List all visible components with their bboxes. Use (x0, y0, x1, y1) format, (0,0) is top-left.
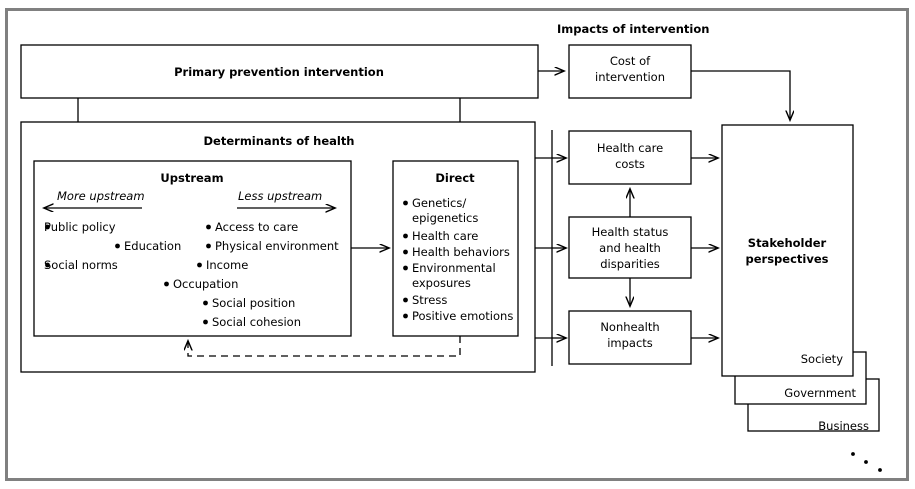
bullet-icon (45, 262, 50, 268)
upstream-left-items: Public policy Education Social norms (44, 220, 181, 272)
stakeholder-card-label: Government (784, 386, 856, 400)
stakeholder-line-1: Stakeholder (748, 236, 827, 250)
upstream-label: Upstream (160, 171, 223, 185)
upstream-item: Social norms (44, 258, 118, 272)
direct-label: Direct (435, 171, 475, 185)
direct-item: Health care (412, 229, 478, 243)
upstream-item: Physical environment (215, 239, 339, 253)
bullet-icon (403, 249, 408, 255)
arrow-direct-feedback-to-upstream (188, 336, 461, 357)
upstream-item: Social cohesion (212, 315, 301, 329)
bullet-icon (203, 319, 208, 325)
upstream-item: Access to care (215, 220, 298, 234)
direct-item: Stress (412, 293, 447, 307)
direct-box (392, 160, 519, 337)
direct-item: Genetics/ (412, 196, 466, 210)
determinants-label: Determinants of health (204, 134, 355, 148)
hstatus-line-3: disparities (600, 257, 660, 271)
upstream-box (33, 160, 352, 337)
bullet-icon (403, 297, 408, 303)
bullet-icon (45, 224, 50, 230)
health-care-costs-box (568, 130, 692, 185)
upstream-right-items: Access to care Physical environment Inco… (164, 220, 339, 329)
direct-items: Genetics/ epigenetics Health care Health… (403, 196, 513, 323)
bullet-icon (197, 262, 202, 268)
bullet-icon (403, 313, 408, 319)
bullet-icon (164, 281, 169, 287)
upstream-item: Education (124, 239, 181, 253)
upstream-item: Social position (212, 296, 295, 310)
hccosts-line-1: Health care (597, 141, 663, 155)
ellipsis-dot-icon (851, 452, 855, 456)
stakeholder-perspectives-box (721, 124, 854, 377)
direct-item: epigenetics (412, 211, 478, 225)
stakeholder-line-2: perspectives (746, 252, 829, 266)
stakeholder-card-label: Business (818, 419, 869, 433)
primary-prevention-box (20, 44, 539, 99)
direct-item: Environmental (412, 261, 496, 275)
nonhealth-line-2: impacts (607, 336, 653, 350)
cost-line-1: Cost of (610, 54, 651, 68)
stakeholder-card-label: Society (801, 352, 843, 366)
bullet-icon (403, 200, 408, 206)
hccosts-line-2: costs (615, 157, 645, 171)
upstream-item: Occupation (173, 277, 238, 291)
outer-frame (5, 8, 909, 481)
nonhealth-impacts-box (568, 310, 692, 365)
upstream-item: Public policy (44, 220, 116, 234)
direct-item: Positive emotions (412, 309, 513, 323)
primary-prevention-label: Primary prevention intervention (174, 65, 384, 79)
hstatus-line-2: and health (599, 241, 661, 255)
bullet-icon (206, 243, 211, 249)
direct-item: Health behaviors (412, 245, 510, 259)
nonhealth-line-1: Nonhealth (600, 320, 659, 334)
arrow-cost-to-stakeholder (691, 70, 790, 120)
ellipsis-dot-icon (864, 460, 868, 464)
direct-item: exposures (412, 276, 471, 290)
impacts-heading: Impacts of intervention (557, 22, 709, 36)
less-upstream-label: Less upstream (238, 189, 322, 203)
health-status-box (568, 216, 692, 279)
bullet-icon (403, 265, 408, 271)
cost-line-2: intervention (595, 70, 665, 84)
more-upstream-label: More upstream (57, 189, 145, 203)
upstream-item: Income (206, 258, 248, 272)
hstatus-line-1: Health status (592, 225, 669, 239)
bullet-icon (403, 233, 408, 239)
ellipsis-dot-icon (878, 468, 882, 472)
bullet-icon (115, 243, 120, 249)
bullet-icon (203, 300, 208, 306)
bullet-icon (206, 224, 211, 230)
